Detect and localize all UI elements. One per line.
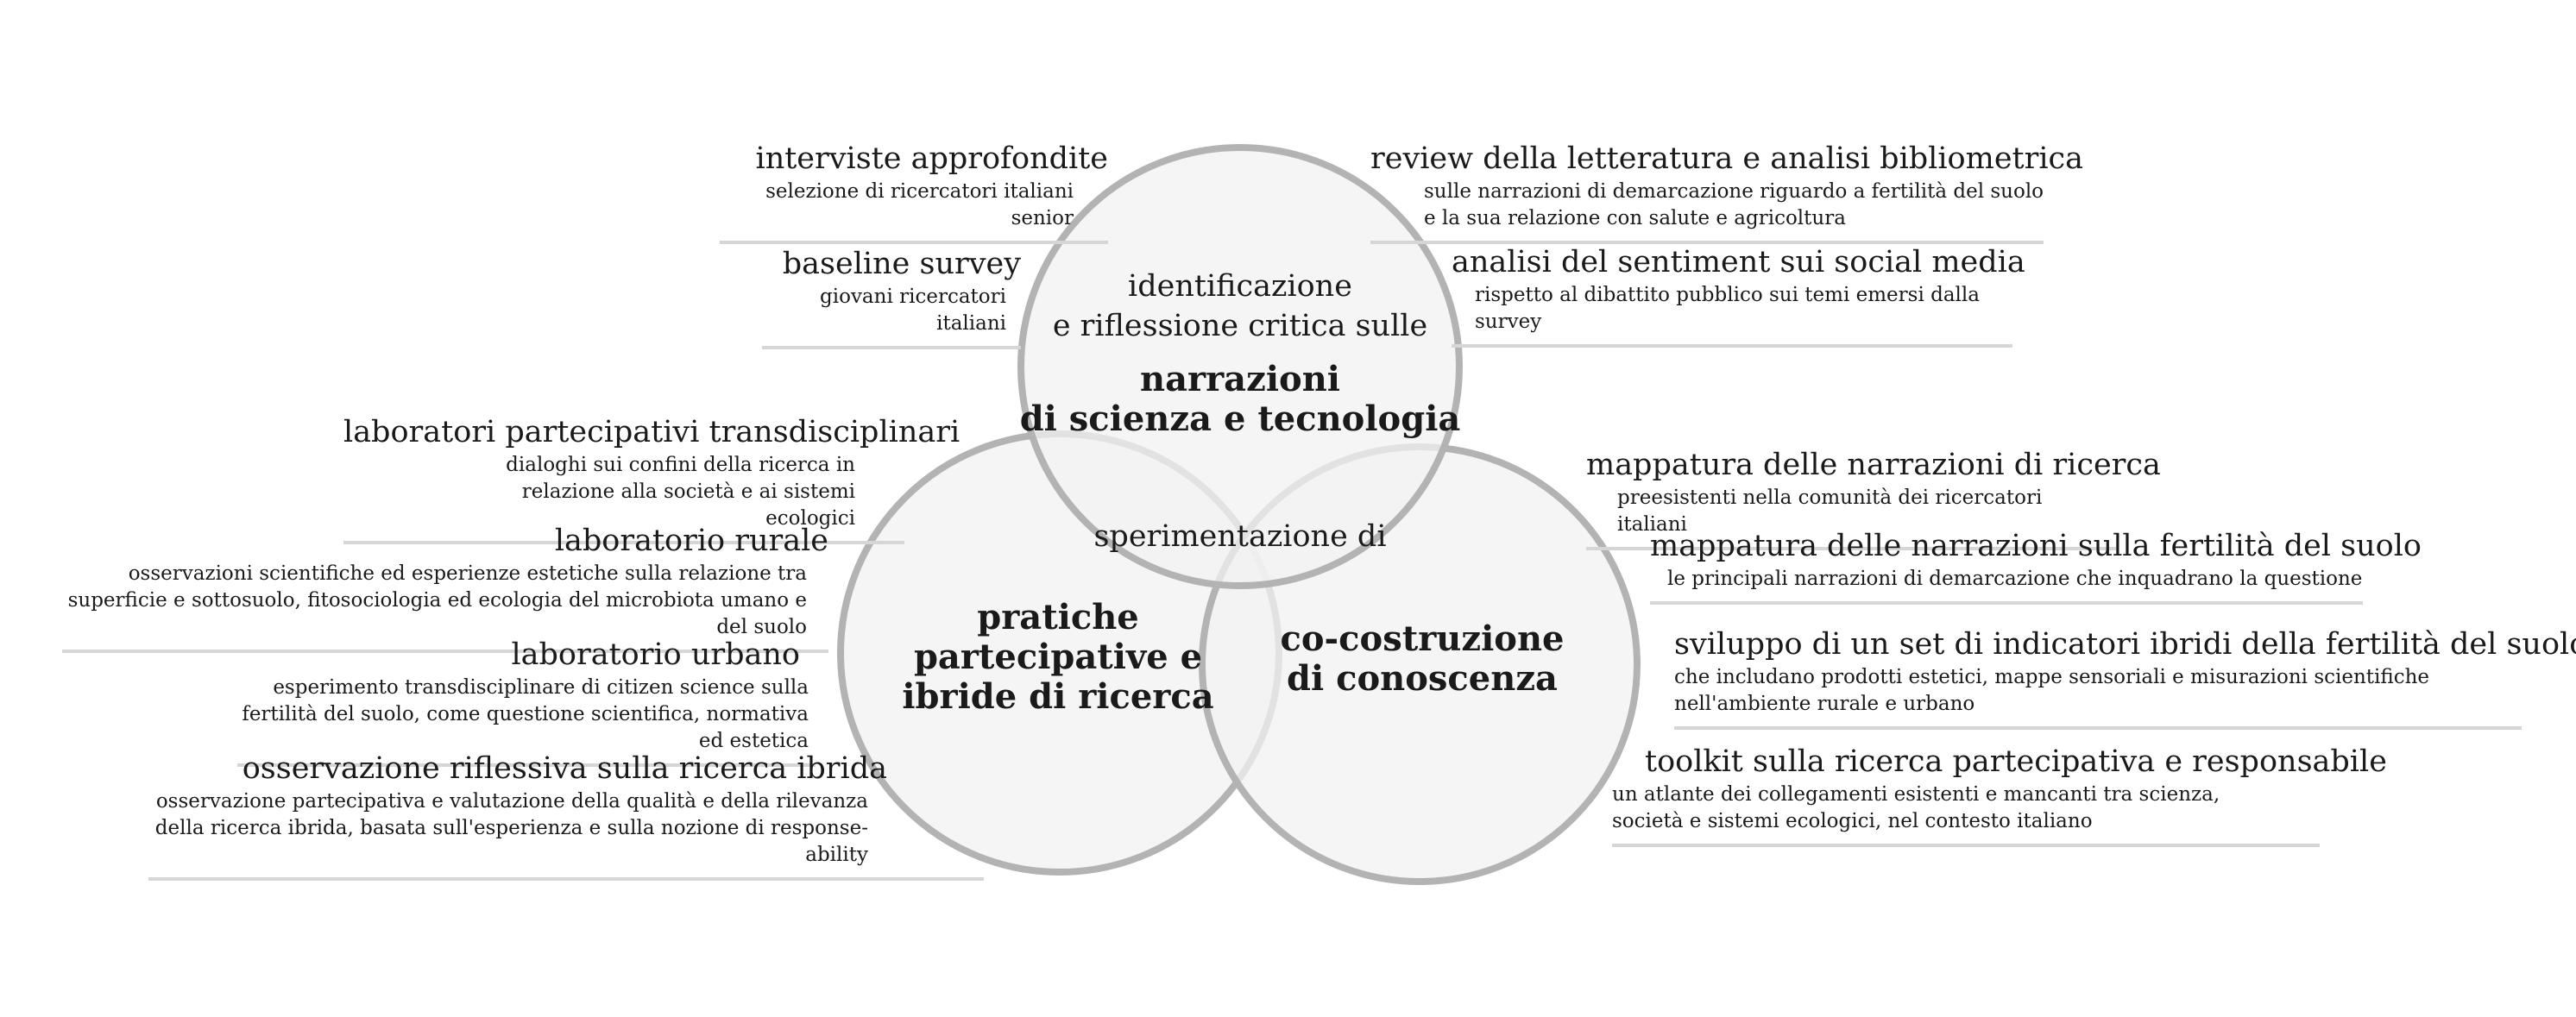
label-title: osservazione riflessiva sulla ricerca ib… — [242, 751, 887, 786]
label-osservazione-riflessiva: osservazione riflessiva sulla ricerca ib… — [148, 750, 984, 881]
circle-top-text: identificazione e riflessione critica su… — [1020, 267, 1461, 439]
circle-top-intro-2: e riflessione critica sulle — [1052, 309, 1428, 343]
label-laboratori-partecipativi: laboratori partecipativi transdisciplina… — [343, 414, 960, 544]
label-subtitle: esperimento transdisciplinare di citizen… — [242, 676, 809, 752]
circle-left-text: pratiche partecipative e ibride di ricer… — [902, 598, 1213, 717]
label-subtitle: rispetto al dibattito pubblico sui temi … — [1475, 284, 1980, 333]
label-mappatura-ricerca: mappatura delle narrazioni di ricerca pr… — [1586, 447, 2161, 550]
label-title: toolkit sulla ricerca partecipativa e re… — [1645, 744, 2387, 779]
label-subtitle: giovani ricercatori italiani — [820, 286, 1006, 335]
circle-right-title-2: di conoscenza — [1287, 658, 1558, 699]
label-rule — [1612, 844, 2320, 847]
label-rule — [762, 346, 1021, 349]
circle-right-title-1: co-costruzione — [1280, 618, 1565, 659]
label-subtitle: le principali narrazioni di demarcazione… — [1667, 568, 2363, 590]
overlap-text: sperimentazione di — [1093, 519, 1387, 554]
label-title: review della letteratura e analisi bibli… — [1370, 141, 2083, 176]
circle-top-title-1: narrazioni — [1140, 359, 1340, 399]
circle-left-title-3: ibride di ricerca — [902, 676, 1214, 717]
circle-top-title-2: di scienza e tecnologia — [1019, 399, 1461, 439]
label-laboratorio-urbano: laboratorio urbano esperimento transdisc… — [237, 637, 816, 767]
label-toolkit: toolkit sulla ricerca partecipativa e re… — [1612, 744, 2387, 847]
label-rule — [720, 241, 1108, 244]
label-title: laboratori partecipativi transdisciplina… — [343, 415, 960, 449]
label-title: laboratorio rurale — [554, 524, 828, 558]
circle-left-title-2: partecipative e — [913, 637, 1203, 677]
circle-left-title-1: pratiche — [977, 597, 1139, 637]
label-rule — [1586, 547, 2116, 550]
label-interviste: interviste approfondite selezione di ric… — [720, 141, 1108, 244]
label-rule — [148, 877, 984, 881]
circle-top-intro-1: identificazione — [1128, 269, 1352, 304]
label-sentiment-social: analisi del sentiment sui social media r… — [1452, 244, 2025, 348]
circle-top — [1017, 144, 1463, 589]
label-rule — [1650, 601, 2363, 605]
label-title: analisi del sentiment sui social media — [1452, 245, 2025, 279]
label-rule — [1452, 344, 2012, 348]
label-subtitle: osservazioni scientifiche ed esperienze … — [67, 562, 807, 638]
label-rule — [1674, 726, 2522, 730]
label-subtitle: dialoghi sui confini della ricerca in re… — [506, 454, 855, 530]
label-title: mappatura delle narrazioni di ricerca — [1586, 448, 2161, 482]
label-title: sviluppo di un set di indicatori ibridi … — [1674, 627, 2576, 662]
label-subtitle: selezione di ricercatori italiani senior — [765, 180, 1074, 229]
label-sviluppo-indicatori: sviluppo di un set di indicatori ibridi … — [1674, 626, 2576, 730]
label-mappatura-fertilita: mappatura delle narrazioni sulla fertili… — [1650, 528, 2422, 605]
label-title: laboratorio urbano — [511, 637, 800, 672]
label-title: interviste approfondite — [755, 141, 1109, 176]
label-laboratorio-rurale: laboratorio rurale osservazioni scientif… — [62, 523, 828, 653]
label-title: baseline survey — [782, 247, 1021, 281]
circle-right-text: co-costruzione di conoscenza — [1281, 619, 1565, 699]
label-subtitle: preesistenti nella comunità dei ricercat… — [1617, 487, 2043, 536]
label-rule — [1370, 241, 2044, 244]
label-subtitle: sulle narrazioni di demarcazione riguard… — [1424, 180, 2044, 229]
label-baseline-survey: baseline survey giovani ricercatori ital… — [762, 246, 1021, 349]
label-rule — [62, 650, 828, 653]
label-rule — [343, 541, 904, 544]
label-subtitle: un atlante dei collegamenti esistenti e … — [1612, 783, 2220, 832]
label-subtitle: che includano prodotti estetici, mappe s… — [1674, 666, 2430, 715]
label-review-letteratura: review della letteratura e analisi bibli… — [1370, 141, 2083, 244]
label-rule — [237, 763, 816, 767]
label-title: mappatura delle narrazioni sulla fertili… — [1650, 529, 2422, 563]
label-subtitle: osservazione partecipativa e valutazione… — [154, 790, 868, 866]
